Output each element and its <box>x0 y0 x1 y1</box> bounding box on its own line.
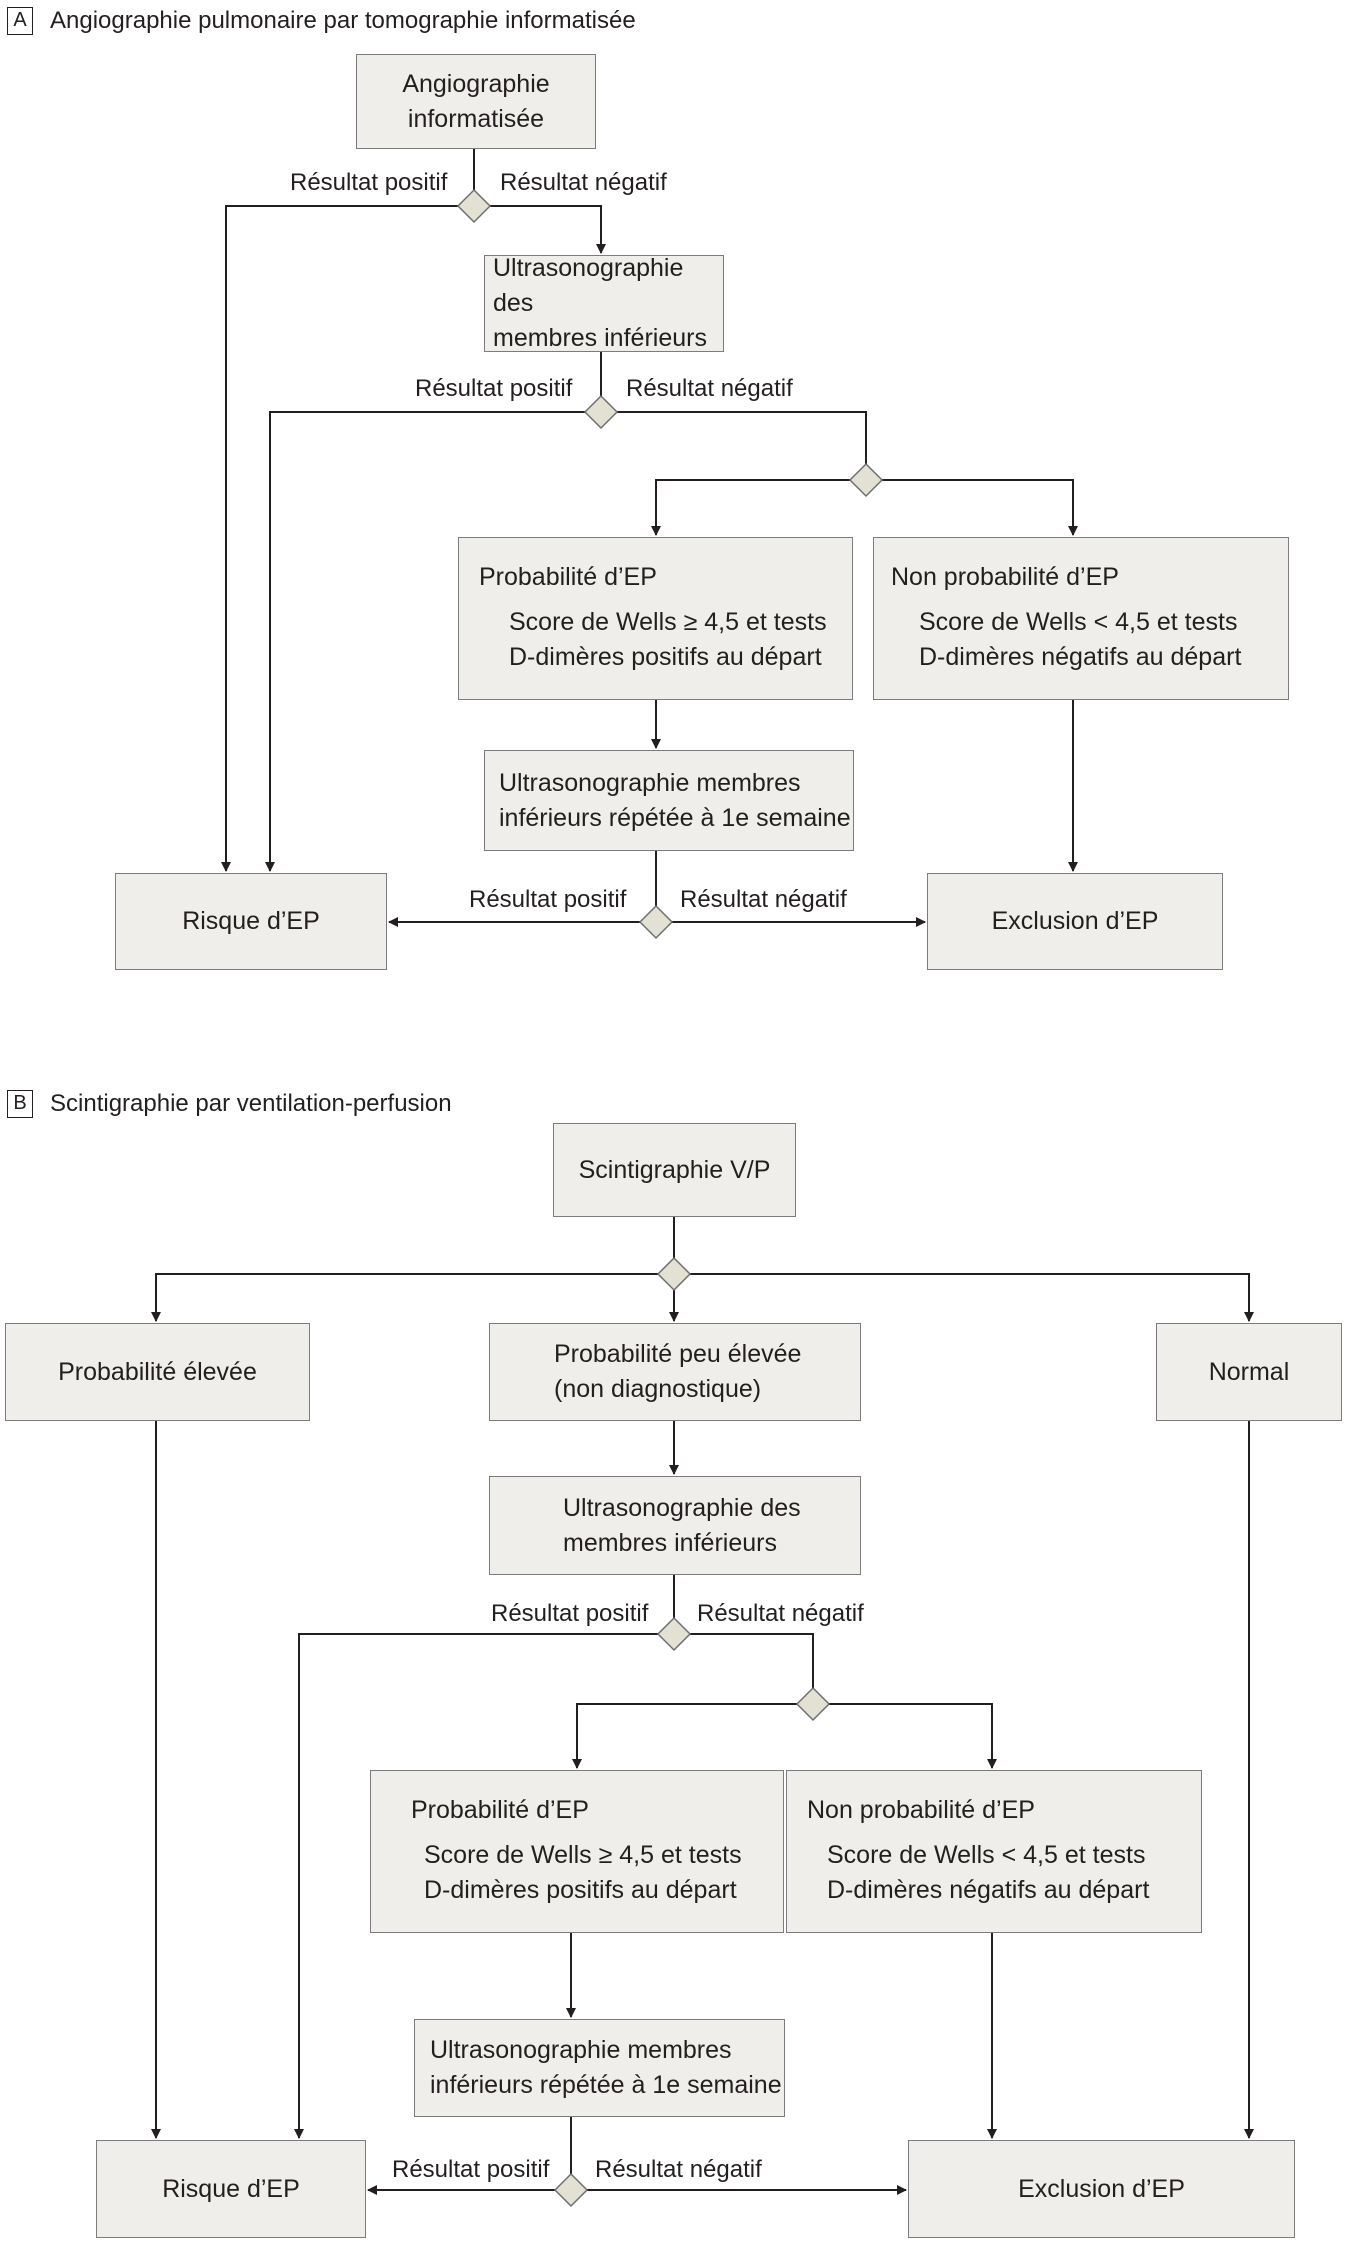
box-title: Non probabilité d’EP <box>807 1796 1035 1824</box>
connector <box>490 205 606 254</box>
box-line: membres inférieurs <box>563 1528 777 1557</box>
box-line: Ultrasonographie membres <box>430 2036 732 2064</box>
exclusion-pe-box: Exclusion d’EP <box>927 873 1223 970</box>
box-line: Risque d’EP <box>182 907 320 935</box>
box-title: Probabilité d’EP <box>411 1796 589 1824</box>
box-line: Risque d’EP <box>162 2174 300 2203</box>
ultrasound-box: Ultrasonographie des membres inférieurs <box>484 254 724 352</box>
decision-diamond <box>656 1256 692 1292</box>
negative-result-label: Résultat négatif <box>626 375 793 402</box>
connector <box>572 1703 797 1769</box>
box-line: informatisée <box>407 104 545 133</box>
connector <box>617 411 867 466</box>
positive-result-label: Résultat positif <box>415 375 573 402</box>
risk-pe-box: Risque d’EP <box>115 873 387 970</box>
box-line: Score de Wells ≥ 4,5 et tests <box>424 1841 742 1869</box>
box-line: Ultrasonographie des <box>563 1493 801 1522</box>
box-line: Angiographie <box>402 69 550 98</box>
box-line: (non diagnostique) <box>554 1375 762 1403</box>
box-line: Probabilité peu élevée <box>554 1340 802 1368</box>
box-line: inférieurs répétée à 1e semaine <box>430 2071 782 2099</box>
decision-diamond <box>656 1616 692 1652</box>
box-title: Probabilité d’EP <box>479 563 657 591</box>
decision-diamond <box>848 462 884 498</box>
connector <box>690 1273 1254 1322</box>
panel-b-tag: B <box>7 1090 33 1118</box>
negative-result-label: Résultat négatif <box>680 886 847 913</box>
box-line: Score de Wells ≥ 4,5 et tests <box>509 608 827 636</box>
box-line: D-dimères positifs au départ <box>424 1876 737 1904</box>
negative-result-label: Résultat négatif <box>500 169 667 196</box>
decision-diamond <box>583 394 619 430</box>
box-line: Score de Wells < 4,5 et tests <box>827 1841 1146 1869</box>
box-line: Score de Wells < 4,5 et tests <box>919 608 1238 636</box>
repeat-ultrasound-box: Ultrasonographie membres inférieurs répé… <box>414 2019 785 2117</box>
connector <box>221 205 474 872</box>
decision-diamond <box>553 2172 589 2208</box>
box-line: Probabilité élevée <box>58 1357 257 1386</box>
probable-pe-box: Probabilité d’EP Score de Wells ≥ 4,5 et… <box>458 537 853 700</box>
box-line: Scintigraphie V/P <box>578 1155 771 1184</box>
ultrasound-box: Ultrasonographie des membres inférieurs <box>489 1476 861 1575</box>
positive-result-label: Résultat positif <box>469 886 627 913</box>
decision-diamond <box>795 1686 831 1722</box>
connector <box>882 479 1078 536</box>
positive-result-label: Résultat positif <box>290 169 448 196</box>
box-line: inférieurs répétée à 1e semaine <box>499 803 851 832</box>
box-line: membres inférieurs <box>493 324 707 352</box>
connector <box>829 1703 997 1769</box>
panel-a-title: Angiographie pulmonaire par tomographie … <box>50 7 636 34</box>
panel-a-tag: A <box>7 7 33 35</box>
negative-result-label: Résultat négatif <box>697 1600 864 1627</box>
exclusion-pe-box: Exclusion d’EP <box>908 2140 1295 2238</box>
start-box-vq-scan: Scintigraphie V/P <box>553 1123 796 1217</box>
connector <box>690 1633 814 1690</box>
low-probability-box: Probabilité peu élevée (non diagnostique… <box>489 1323 861 1421</box>
connector <box>651 479 850 536</box>
probable-pe-box: Probabilité d’EP Score de Wells ≥ 4,5 et… <box>370 1770 784 1933</box>
box-line: D-dimères négatifs au départ <box>919 643 1242 671</box>
box-line: Normal <box>1208 1357 1290 1386</box>
decision-diamond <box>638 904 674 940</box>
positive-result-label: Résultat positif <box>491 1600 649 1627</box>
box-line: Ultrasonographie des <box>493 254 684 317</box>
box-line: Exclusion d’EP <box>991 907 1159 935</box>
panel-b-title: Scintigraphie par ventilation-perfusion <box>50 1090 452 1117</box>
connector <box>294 1633 658 2139</box>
not-probable-pe-box: Non probabilité d’EP Score de Wells < 4,… <box>786 1770 1202 1933</box>
connector <box>265 411 585 872</box>
box-title: Non probabilité d’EP <box>891 563 1119 591</box>
connector <box>151 1273 658 1322</box>
box-line: D-dimères négatifs au départ <box>827 1876 1150 1904</box>
box-line: D-dimères positifs au départ <box>509 643 822 671</box>
normal-box: Normal <box>1156 1323 1342 1421</box>
start-box-ct-angiography: Angiographie informatisée <box>356 54 596 149</box>
decision-diamond <box>456 188 492 224</box>
not-probable-pe-box: Non probabilité d’EP Score de Wells < 4,… <box>873 537 1289 700</box>
repeat-ultrasound-box: Ultrasonographie membres inférieurs répé… <box>484 750 854 851</box>
negative-result-label: Résultat négatif <box>595 2156 762 2183</box>
box-line: Exclusion d’EP <box>1018 2174 1185 2203</box>
high-probability-box: Probabilité élevée <box>5 1323 310 1421</box>
risk-pe-box: Risque d’EP <box>96 2140 366 2238</box>
box-line: Ultrasonographie membres <box>499 768 801 797</box>
positive-result-label: Résultat positif <box>392 2156 550 2183</box>
